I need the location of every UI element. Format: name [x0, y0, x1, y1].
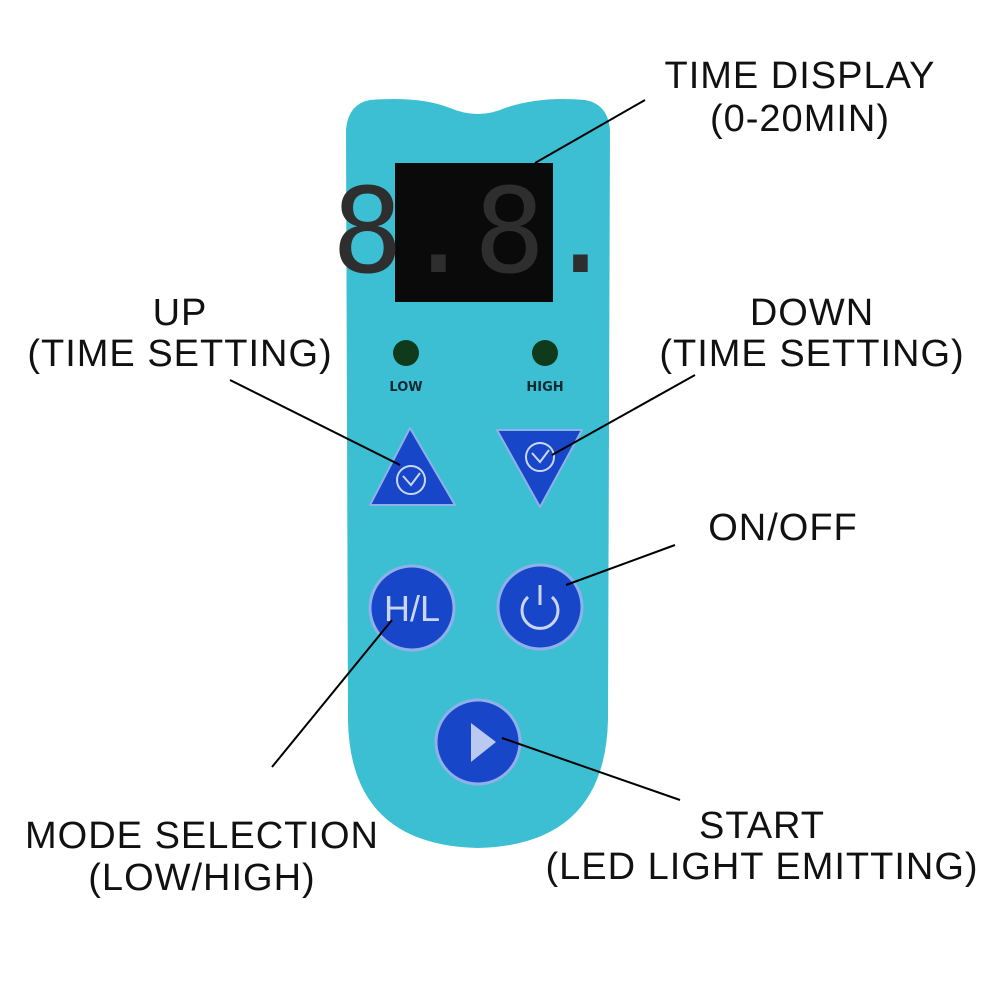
callout-start-title: START	[699, 805, 825, 847]
led-low-label: LOW	[389, 380, 422, 395]
clock-icon	[396, 465, 426, 495]
clock-icon	[525, 442, 555, 472]
leader-time-display	[534, 99, 646, 164]
callout-time-display-title: TIME DISPLAY	[664, 55, 935, 97]
callout-on-off-title: ON/OFF	[708, 507, 858, 549]
play-icon	[471, 723, 496, 762]
led-high-indicator	[532, 340, 558, 366]
callout-start-desc: (LED LIGHT EMITTING)	[545, 846, 978, 888]
callout-down-desc: (TIME SETTING)	[659, 333, 964, 375]
callout-mode-title: MODE SELECTION	[25, 815, 379, 857]
power-icon	[520, 585, 560, 630]
callout-up-desc: (TIME SETTING)	[27, 333, 332, 375]
led-high-label: HIGH	[526, 380, 563, 395]
mode-button[interactable]: H/L	[368, 564, 456, 652]
callout-up-title: UP	[153, 292, 208, 334]
start-button[interactable]	[434, 698, 522, 786]
leader-on-off	[565, 544, 676, 586]
time-display	[395, 163, 553, 302]
up-button[interactable]	[369, 427, 456, 506]
leader-down	[551, 374, 696, 456]
callout-mode-desc: (LOW/HIGH)	[88, 857, 315, 899]
mode-button-label: H/L	[384, 588, 440, 629]
leader-mode	[271, 619, 393, 768]
callout-down-title: DOWN	[750, 292, 874, 334]
callout-time-display-range: (0-20MIN)	[710, 98, 890, 140]
leader-start	[501, 737, 681, 801]
leader-up	[229, 379, 401, 466]
led-low-indicator	[393, 340, 419, 366]
display-digits: 8.8.	[332, 162, 616, 300]
power-button[interactable]	[496, 563, 584, 651]
